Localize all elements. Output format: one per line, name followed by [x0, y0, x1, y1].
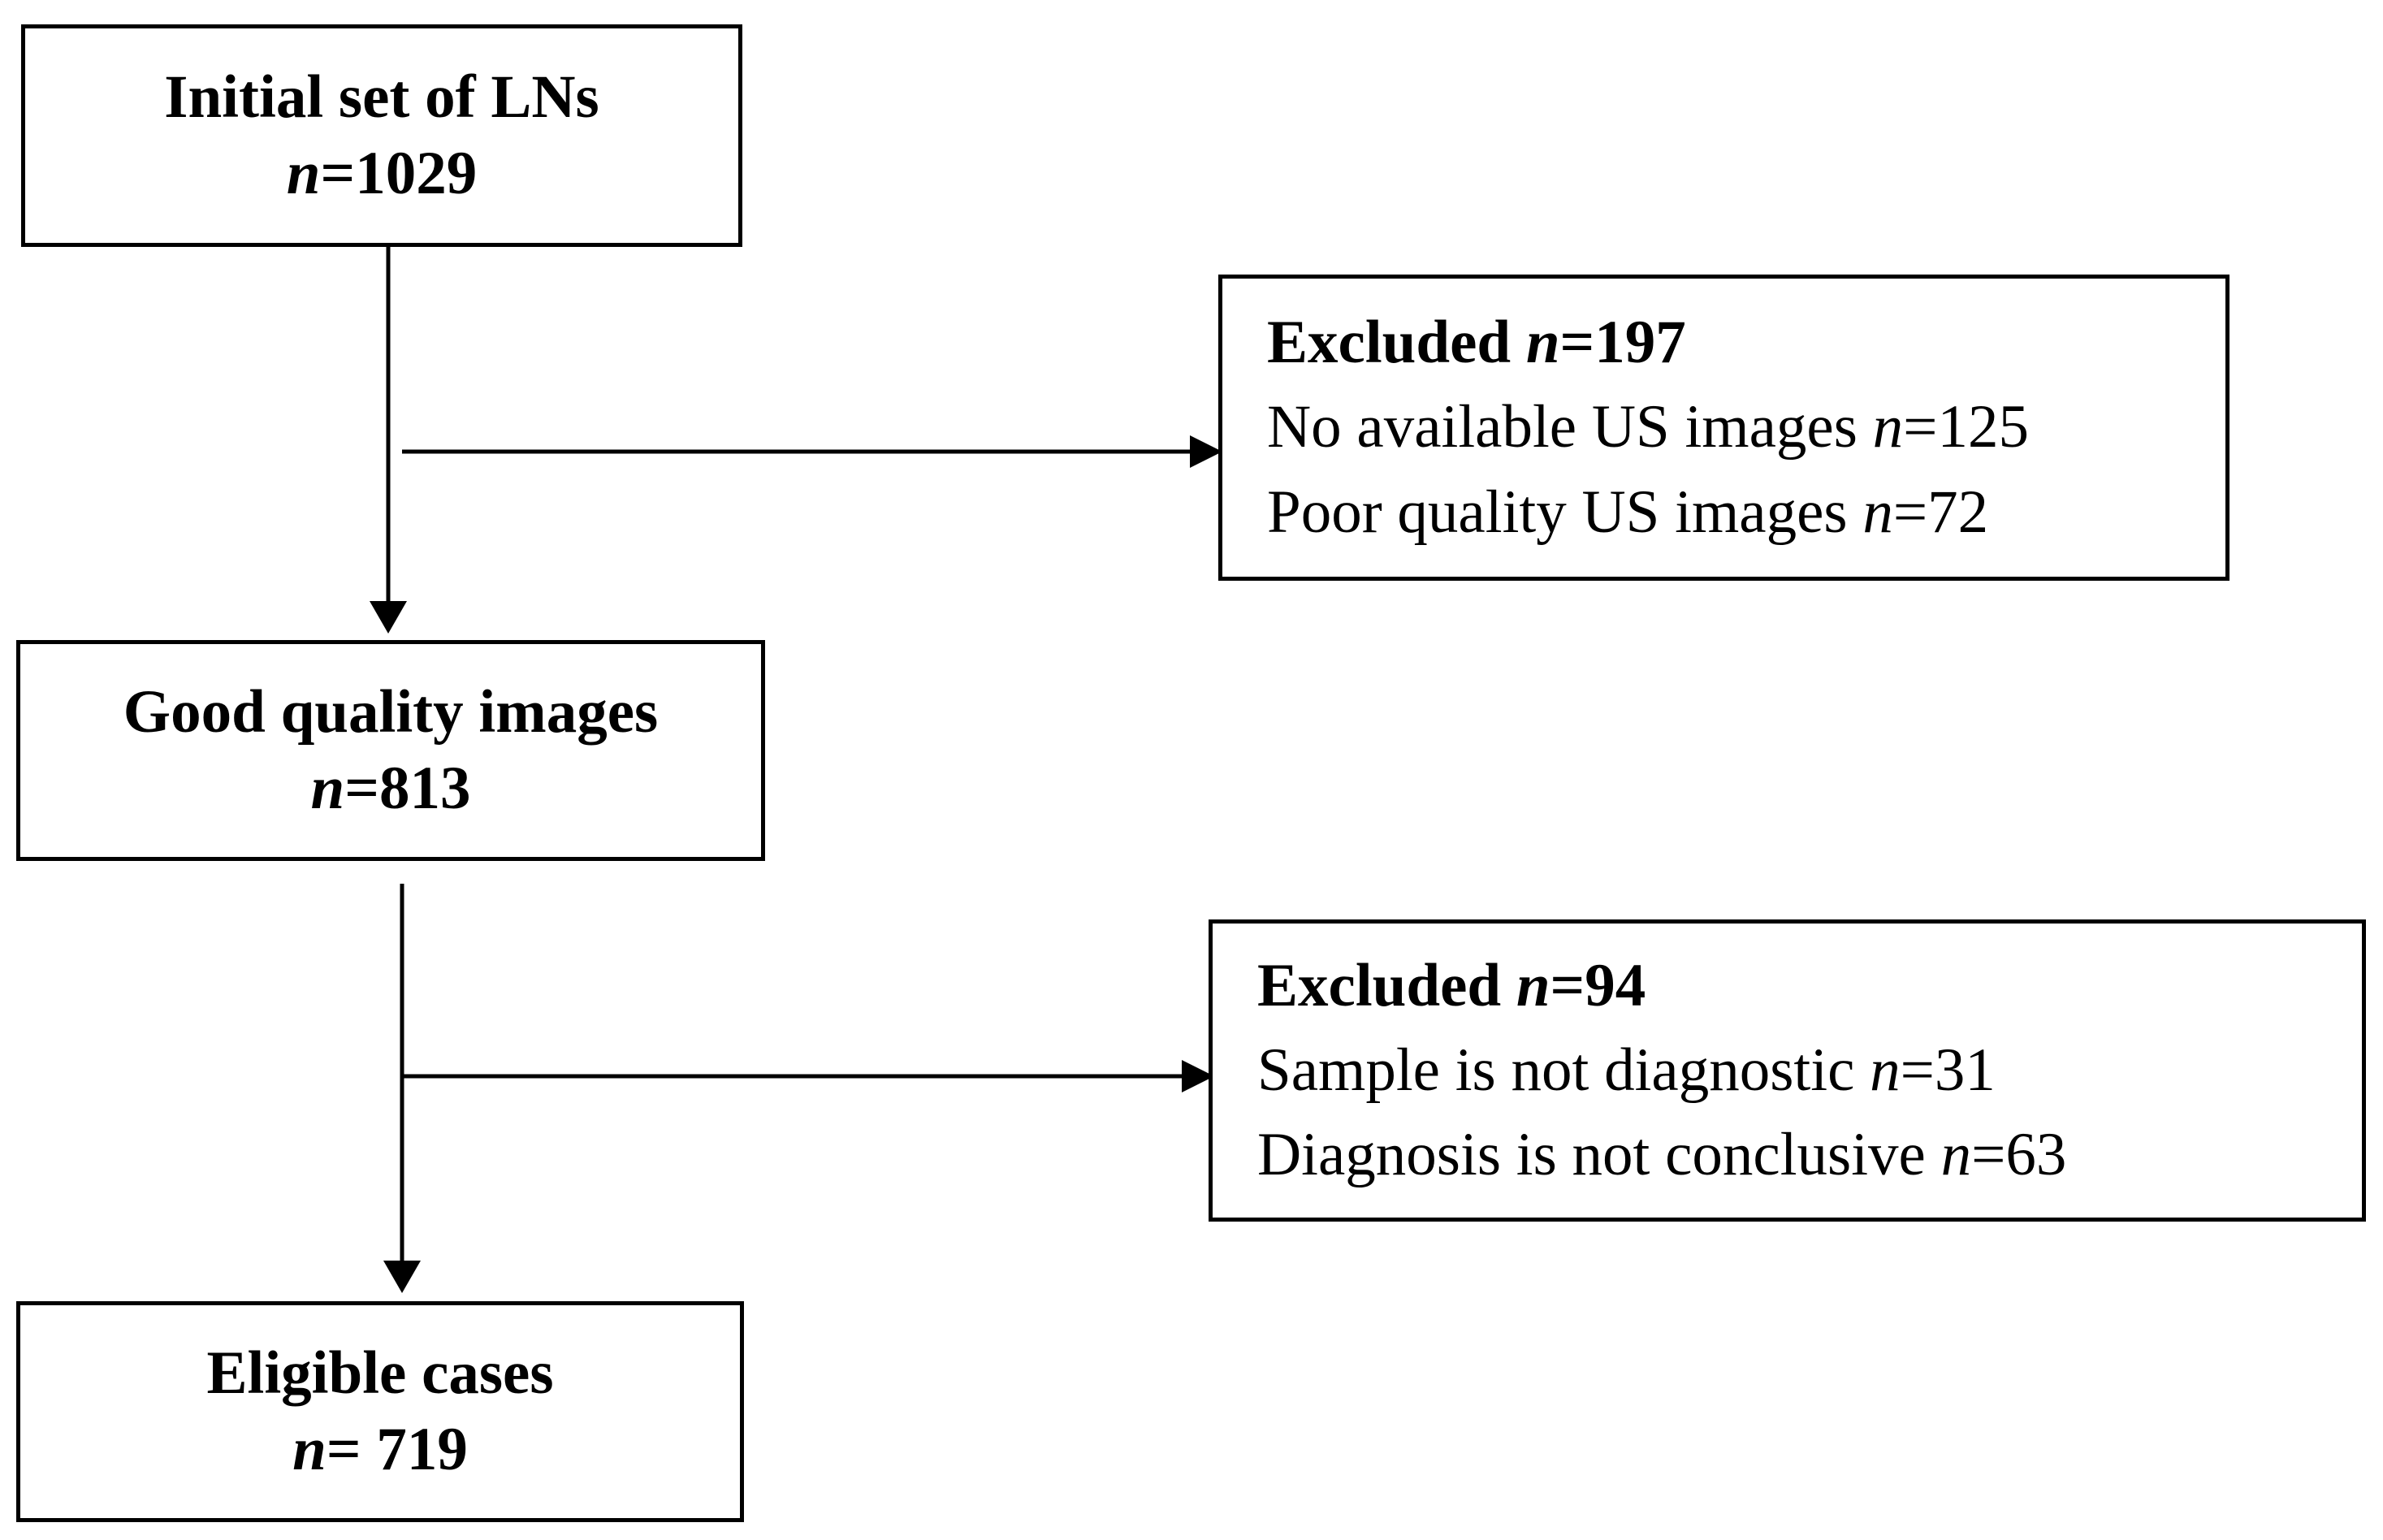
- good-quality-title: Good quality images: [123, 678, 659, 746]
- arrowhead-to-excluded-2: [1182, 1060, 1214, 1092]
- eligible-count: n= 719: [292, 1412, 468, 1488]
- good-count-value: =813: [344, 755, 471, 822]
- good-count-label: n: [310, 755, 345, 822]
- excluded-2-reason-text: Diagnosis is not conclusive: [1257, 1121, 1941, 1189]
- excluded-1-reason-value: =125: [1903, 393, 2029, 461]
- eligible-title: Eligible cases: [206, 1339, 554, 1408]
- good-quality-box: Good quality images n=813: [16, 640, 765, 861]
- excluded-1-reason: No available US images n=125: [1267, 385, 2225, 469]
- initial-set-count: n=1029: [287, 136, 477, 212]
- excluded-1-reason: Poor quality US images n=72: [1267, 470, 2225, 555]
- excluded-2-reason-text: Sample is not diagnostic: [1257, 1036, 1871, 1104]
- initial-count-value: =1029: [320, 140, 478, 207]
- excluded-1-reason-label: n: [1862, 478, 1893, 546]
- excluded-2-reason: Sample is not diagnostic n=31: [1257, 1028, 2362, 1113]
- eligible-count-label: n: [292, 1416, 327, 1483]
- excluded-2-reason-label: n: [1870, 1036, 1901, 1104]
- good-quality-count: n=813: [311, 751, 471, 827]
- eligible-cases-box: Eligible cases n= 719: [16, 1301, 744, 1522]
- excluded-2-count-value: =94: [1550, 951, 1646, 1019]
- excluded-1-title-text: Excluded: [1267, 309, 1526, 377]
- arrowhead-to-good: [370, 601, 407, 634]
- excluded-1-reason-value: =72: [1892, 478, 1989, 546]
- excluded-1-reason-label: n: [1872, 393, 1904, 461]
- arrowhead-to-eligible: [383, 1261, 421, 1293]
- excluded-1-title: Excluded n=197: [1267, 301, 2225, 385]
- initial-set-title: Initial set of LNs: [164, 63, 599, 132]
- excluded-1-reason-text: Poor quality US images: [1267, 478, 1863, 546]
- excluded-2-count-label: n: [1516, 951, 1550, 1019]
- excluded-2-reason-label: n: [1940, 1121, 1972, 1189]
- arrowhead-to-excluded-1: [1190, 435, 1222, 468]
- excluded-box-2: Excluded n=94 Sample is not diagnostic n…: [1209, 919, 2366, 1222]
- initial-count-label: n: [286, 140, 321, 207]
- excluded-1-count-label: n: [1525, 309, 1560, 377]
- initial-set-box: Initial set of LNs n=1029: [21, 24, 742, 247]
- excluded-2-reason: Diagnosis is not conclusive n=63: [1257, 1113, 2362, 1197]
- excluded-2-reason-value: =31: [1900, 1036, 1996, 1104]
- excluded-1-reason-text: No available US images: [1267, 393, 1873, 461]
- excluded-1-count-value: =197: [1559, 309, 1686, 377]
- excluded-2-title-text: Excluded: [1257, 951, 1516, 1019]
- excluded-2-title: Excluded n=94: [1257, 944, 2362, 1028]
- excluded-box-1: Excluded n=197 No available US images n=…: [1218, 275, 2229, 581]
- excluded-2-reason-value: =63: [1971, 1121, 2067, 1189]
- eligible-count-value: = 719: [326, 1416, 468, 1483]
